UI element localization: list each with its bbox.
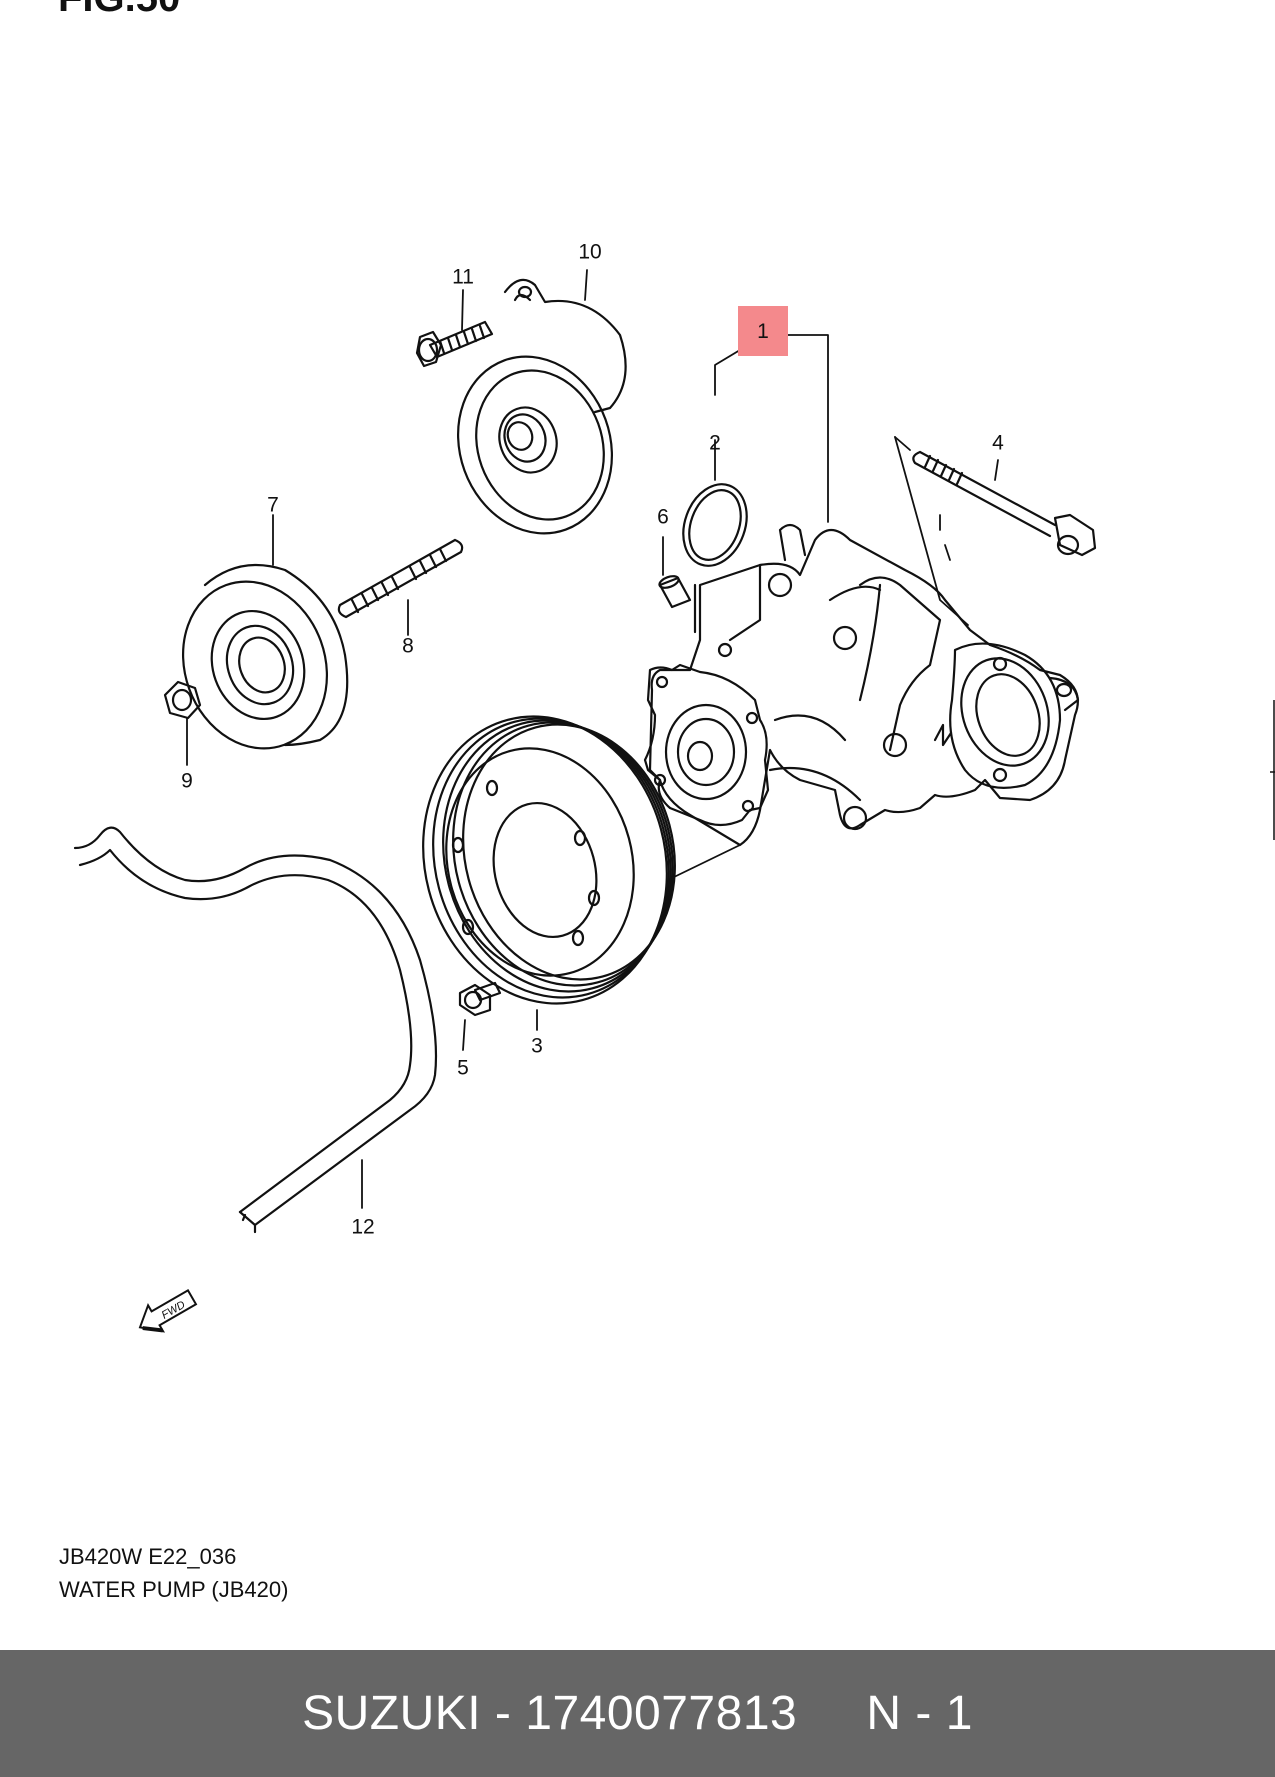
callout-12[interactable]: 12 bbox=[351, 1215, 375, 1239]
callout-5[interactable]: 5 bbox=[457, 1056, 469, 1080]
callout-1[interactable]: 1 bbox=[738, 306, 788, 356]
page-edge-mark bbox=[1270, 700, 1275, 840]
part-6-dowel bbox=[658, 575, 692, 609]
exploded-parts-diagram: FWD bbox=[73, 269, 1097, 1333]
part-12-belt bbox=[73, 826, 438, 1234]
footer-brand: SUZUKI bbox=[302, 1687, 482, 1740]
callout-4[interactable]: 4 bbox=[992, 431, 1004, 455]
callout-6[interactable]: 6 bbox=[657, 505, 669, 529]
callout-11[interactable]: 11 bbox=[452, 265, 474, 289]
part-2-o-ring bbox=[682, 483, 748, 567]
footer-gap bbox=[797, 1687, 866, 1740]
callout-9[interactable]: 9 bbox=[181, 769, 193, 793]
part-11-bolt bbox=[415, 320, 494, 368]
footer-part-number[interactable]: 1740077813 bbox=[525, 1687, 798, 1740]
footer-bar: SUZUKI - 1740077813 N - 1 bbox=[0, 1650, 1275, 1777]
fwd-arrow-icon: FWD bbox=[138, 1289, 198, 1333]
callout-10[interactable]: 10 bbox=[578, 240, 602, 264]
part-8-stud bbox=[337, 538, 464, 619]
part-9-nut bbox=[163, 680, 202, 720]
part-5-bolt bbox=[458, 981, 502, 1017]
part-7-idler-pulley bbox=[181, 563, 349, 750]
callout-8[interactable]: 8 bbox=[402, 634, 414, 658]
footer-part-label: SUZUKI - 1740077813 N - 1 bbox=[302, 1686, 973, 1741]
callout-2[interactable]: 2 bbox=[709, 431, 721, 455]
callout-3[interactable]: 3 bbox=[531, 1034, 543, 1058]
callout-7[interactable]: 7 bbox=[267, 493, 279, 517]
diagram-code: JB420W E22_036 bbox=[59, 1544, 237, 1569]
footer-variant: N - 1 bbox=[866, 1687, 973, 1740]
diagram-caption: WATER PUMP (JB420) bbox=[59, 1577, 289, 1602]
part-10-tensioner bbox=[456, 278, 627, 535]
footer-separator: - bbox=[481, 1687, 526, 1740]
part-4-bolt bbox=[912, 450, 1097, 557]
part-1-water-pump bbox=[643, 523, 1080, 847]
part-3-pulley bbox=[422, 715, 676, 1005]
figure-title: FIG.50 bbox=[58, 0, 180, 21]
